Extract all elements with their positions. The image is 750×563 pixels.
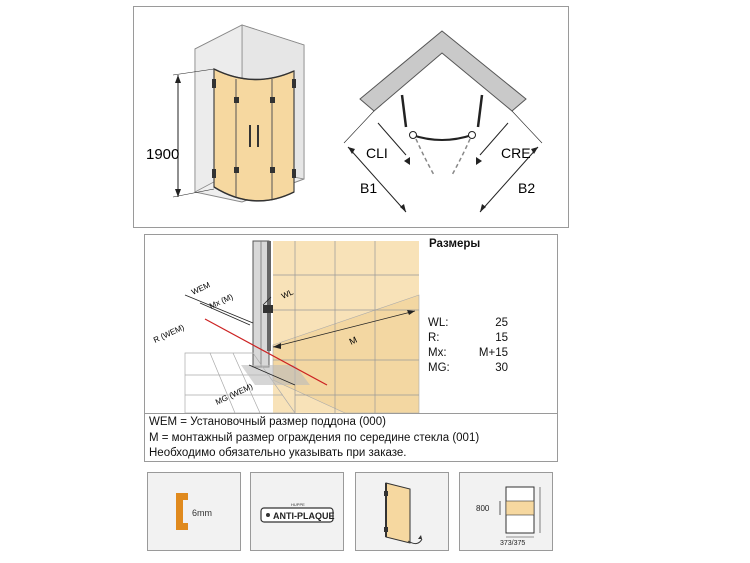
r-wem-label: R (WEM) [152, 323, 186, 345]
anti-plaque-coating-icon: HUPPE ANTI-PLAQUE [250, 472, 344, 551]
note-line: Необходимо обязательно указывать при зак… [149, 447, 407, 459]
door-width-text: 373/375 [500, 540, 525, 547]
sizes-title: Размеры [429, 238, 481, 250]
order-notes: WEM = Установочный размер поддона (000) … [144, 414, 558, 462]
coating-text: ANTI-PLAQUE [273, 511, 335, 521]
hinged-door-icon [355, 472, 449, 551]
b1-label: B1 [360, 180, 377, 196]
note-line: WEM = Установочный размер поддона (000) [149, 416, 386, 428]
glass-thickness-text: 6mm [192, 508, 212, 518]
mg-wem-label: MG (WEM) [214, 382, 254, 407]
cli-label: CLI [366, 145, 388, 161]
installation-diagram: WEM Mx (M) R (WEM) WL M MG (WEM) [152, 240, 420, 414]
cre-label: CRE [501, 145, 531, 161]
door-dimensions-icon: 800 373/375 [459, 472, 553, 551]
enclosure-diagram: 1900 CLI CRE B1 [146, 24, 543, 213]
param-row: MG:30 [428, 362, 508, 374]
door-height-text: 800 [476, 504, 490, 513]
note-line: M = монтажный размер ограждения по серед… [149, 431, 480, 444]
enclosure-plan-view [343, 30, 543, 213]
m-label: M [348, 335, 359, 347]
glass-thickness-icon: 6mm [147, 472, 241, 551]
installation-dimensions-panel: WEM Mx (M) R (WEM) WL M MG (WEM) [144, 234, 558, 414]
enclosure-perspective [172, 24, 305, 203]
enclosure-diagram-panel: 1900 CLI CRE B1 [133, 6, 569, 228]
coating-brand-text: HUPPE [291, 502, 305, 507]
parameter-list: WL:25 R:15 Mx:M+15 MG:30 [428, 316, 508, 376]
mx-m-label: Mx (M) [208, 292, 235, 311]
height-label: 1900 [146, 146, 179, 163]
param-row: Mx:M+15 [428, 347, 508, 359]
param-row: WL:25 [428, 317, 508, 329]
wem-label: WEM [190, 280, 212, 297]
param-row: R:15 [428, 332, 508, 344]
b2-label: B2 [518, 180, 535, 196]
